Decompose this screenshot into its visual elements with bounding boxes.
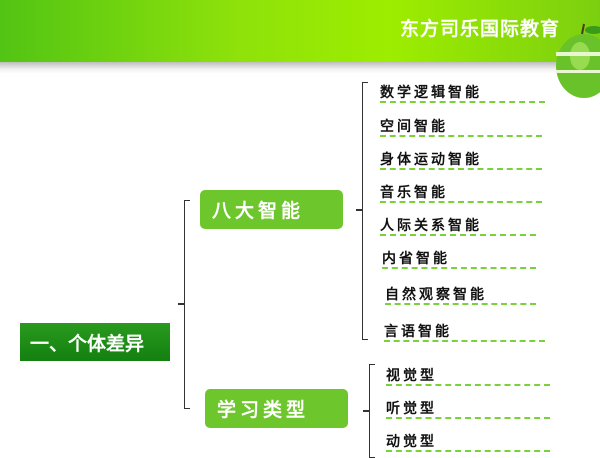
list-item: 内省智能 — [382, 251, 450, 267]
root-bracket-tick — [178, 303, 184, 305]
root-node: 一、个体差异 — [20, 323, 170, 361]
dashed-underline — [384, 340, 545, 342]
brand-title: 东方司乐国际教育 — [399, 18, 560, 40]
dashed-underline — [386, 417, 550, 419]
root-bracket — [184, 200, 190, 409]
list-item: 人际关系智能 — [380, 218, 482, 234]
green-apple-icon — [556, 23, 600, 98]
dashed-underline — [380, 201, 542, 203]
header-banner — [0, 0, 600, 62]
intelligences-bracket-tick — [356, 209, 362, 211]
list-item: 言语智能 — [384, 324, 452, 340]
list-item: 动觉型 — [386, 434, 437, 450]
list-item: 视觉型 — [386, 368, 437, 384]
list-item: 空间智能 — [380, 119, 448, 135]
dashed-underline — [380, 135, 542, 137]
list-item: 自然观察智能 — [385, 287, 487, 303]
list-item: 数学逻辑智能 — [380, 85, 482, 101]
header-shadow — [0, 62, 600, 74]
dashed-underline — [386, 450, 550, 452]
list-item: 身体运动智能 — [380, 152, 482, 168]
dashed-underline — [380, 234, 536, 236]
branch-intelligences: 八大智能 — [200, 190, 343, 229]
dashed-underline — [382, 267, 536, 269]
list-item: 听觉型 — [386, 401, 437, 417]
dashed-underline — [386, 384, 550, 386]
dashed-underline — [380, 101, 545, 103]
branch-learning-types: 学习类型 — [205, 389, 348, 428]
dashed-underline — [380, 168, 542, 170]
learning-bracket — [369, 364, 375, 458]
intelligences-bracket — [362, 82, 368, 340]
learning-bracket-tick — [363, 410, 369, 412]
list-item: 音乐智能 — [380, 185, 448, 201]
dashed-underline — [385, 303, 536, 305]
